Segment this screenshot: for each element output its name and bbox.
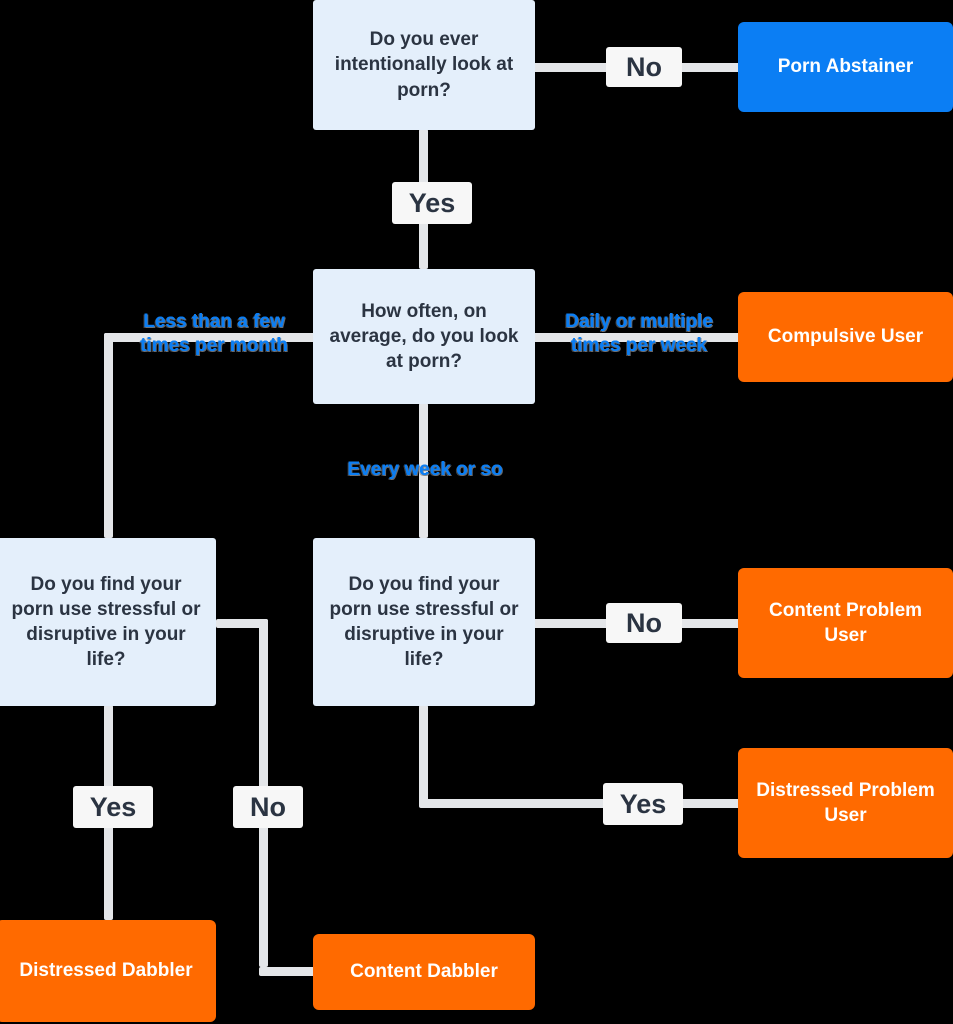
decision-node-q3-center-label: Do you find your porn use stressful or d…: [329, 573, 519, 671]
edge-label-q3left-yes: Yes: [73, 786, 153, 828]
edge-q2-to-q3left-horizontal: [104, 333, 319, 342]
decision-node-q3-center[interactable]: Do you find your porn use stressful or d…: [313, 538, 535, 706]
outcome-node-distressed-problem-user[interactable]: Distressed Problem User: [738, 748, 953, 858]
edge-label-q2-every-week-or-so: Every week or so: [347, 458, 503, 480]
outcome-node-distressed-dabbler-label: Distressed Dabbler: [19, 960, 193, 982]
decision-node-q3-left-label: Do you find your porn use stressful or d…: [11, 573, 201, 671]
outcome-node-porn-abstainer[interactable]: Porn Abstainer: [738, 22, 953, 112]
edge-label-q1-yes: Yes: [392, 182, 472, 224]
outcome-node-compulsive-user-label: Compulsive User: [767, 326, 924, 348]
edge-label-q2-less-than-few-per-month: Less than a few times per month: [140, 310, 288, 356]
edge-label-q3center-no: No: [606, 603, 682, 643]
decision-node-q1-label: Do you ever intentionally look at porn?: [334, 29, 514, 101]
edge-label-q3left-no: No: [233, 786, 303, 828]
edge-label-q3center-yes: Yes: [603, 783, 683, 825]
outcome-node-content-problem-user-label: Content Problem User: [768, 599, 923, 646]
outcome-node-distressed-dabbler[interactable]: Distressed Dabbler: [0, 920, 216, 1022]
edge-q3left-no-horizontal-top: [216, 619, 268, 628]
edge-q2-to-q3center: [419, 403, 428, 538]
decision-node-q2[interactable]: How often, on average, do you look at po…: [313, 269, 535, 404]
outcome-node-distressed-problem-user-label: Distressed Problem User: [756, 779, 935, 826]
decision-node-q2-label: How often, on average, do you look at po…: [329, 300, 519, 373]
edge-q2-to-compulsive: [531, 333, 743, 342]
outcome-node-porn-abstainer-label: Porn Abstainer: [777, 56, 914, 78]
edge-label-q1-no: No: [606, 47, 682, 87]
edge-q3center-yes-vertical: [419, 705, 428, 803]
decision-node-q3-left[interactable]: Do you find your porn use stressful or d…: [0, 538, 216, 706]
edge-q3left-no-horizontal-bottom: [259, 967, 321, 976]
edge-q3center-yes-horizontal: [419, 799, 743, 808]
outcome-node-content-dabbler-label: Content Dabbler: [350, 961, 498, 983]
outcome-node-compulsive-user[interactable]: Compulsive User: [738, 292, 953, 382]
outcome-node-content-problem-user[interactable]: Content Problem User: [738, 568, 953, 678]
edge-q2-to-q3left-vertical: [104, 333, 113, 538]
edge-label-q2-daily-or-multiple-per-week: Daily or multiple times per week: [565, 310, 713, 356]
decision-node-q1[interactable]: Do you ever intentionally look at porn?: [313, 0, 535, 130]
outcome-node-content-dabbler[interactable]: Content Dabbler: [313, 934, 535, 1010]
